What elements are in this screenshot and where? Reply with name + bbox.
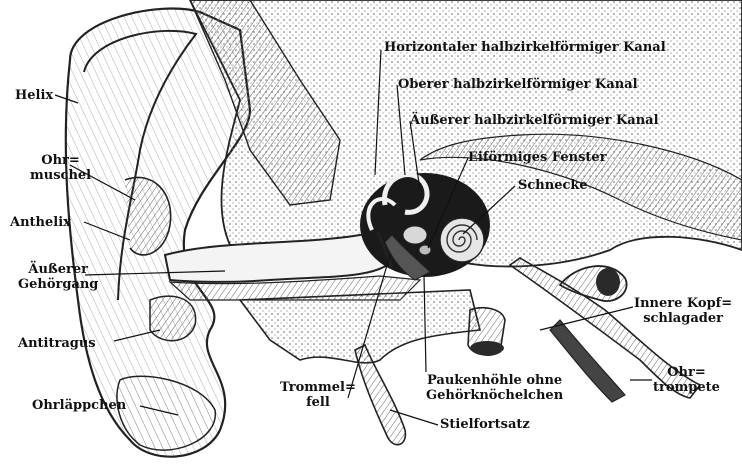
ear-canal <box>165 234 396 282</box>
label-horizontaler-kanal: Horizontaler halbzirkelförmiger Kanal <box>384 40 666 55</box>
label-ohrtrompete-line2: trompete <box>653 380 720 395</box>
label-trommelfell-line2: fell <box>280 395 356 410</box>
label-trommelfell: Trommel= fell <box>280 380 356 410</box>
label-kopfschlagader-line1: Innere Kopf= <box>634 296 732 311</box>
label-ohrtrompete-line1: Ohr= <box>653 365 720 380</box>
label-ohrmuschel-line1: Ohr= <box>30 153 91 168</box>
label-paukenhoehle: Paukenhöhle ohne Gehörknöchelchen <box>426 373 563 403</box>
label-paukenhoehle-line1: Paukenhöhle ohne <box>426 373 563 388</box>
antitragus-shape <box>150 296 196 341</box>
label-ohrmuschel: Ohr= muschel <box>30 153 91 183</box>
label-antitragus: Antitragus <box>18 336 96 351</box>
label-kopfschlagader-line2: schlagader <box>634 311 732 326</box>
label-gehoergang-line1: Äußerer <box>18 262 98 277</box>
label-eifoermiges-fenster: Eiförmiges Fenster <box>468 150 607 165</box>
label-trommelfell-line1: Trommel= <box>280 380 356 395</box>
label-gehoergang-line2: Gehörgang <box>18 277 98 292</box>
label-helix: Helix <box>15 88 53 103</box>
label-ohrtrompete: Ohr= trompete <box>653 365 720 395</box>
label-schnecke: Schnecke <box>518 178 588 193</box>
label-innere-kopfschlagader: Innere Kopf= schlagader <box>634 296 732 326</box>
vestibule <box>403 226 427 244</box>
label-stielfortsatz: Stielfortsatz <box>440 417 530 432</box>
label-ohrlaeppchen: Ohrläppchen <box>32 398 126 413</box>
label-anthelix: Anthelix <box>10 215 71 230</box>
label-aeusserer-gehoergang: Äußerer Gehörgang <box>18 262 98 292</box>
carotid-lower-lumen <box>470 341 504 355</box>
label-aeusserer-kanal: Äußerer halbzirkelförmiger Kanal <box>410 113 659 128</box>
label-ohrmuschel-line2: muschel <box>30 168 91 183</box>
label-oberer-kanal: Oberer halbzirkelförmiger Kanal <box>398 77 638 92</box>
carotid-lumen <box>596 268 620 296</box>
label-paukenhoehle-line2: Gehörknöchelchen <box>426 388 563 403</box>
